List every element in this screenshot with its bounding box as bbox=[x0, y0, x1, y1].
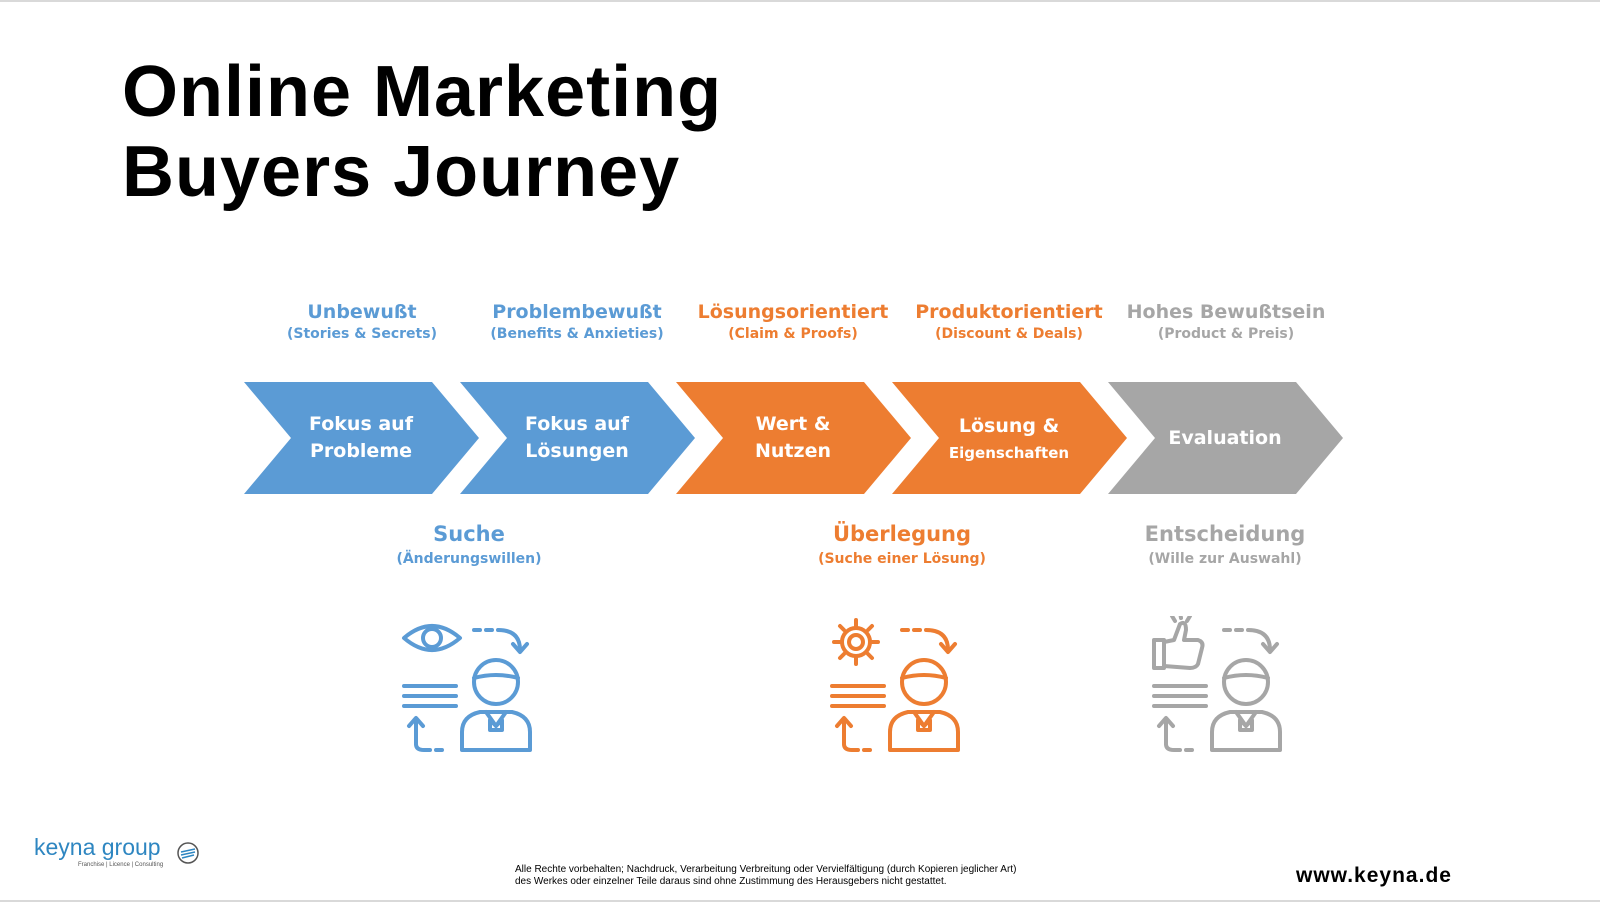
copyright-notice: Alle Rechte vorbehalten; Nachdruck, Vera… bbox=[515, 864, 1016, 888]
stage-heading-2-sub: (Benefits & Anxieties) bbox=[490, 326, 664, 342]
stage-heading-3-title: Lösungsorientiert bbox=[697, 301, 889, 323]
stage-heading-4: Produktorientiert (Discount & Deals) bbox=[894, 300, 1124, 344]
eye-person-icon bbox=[402, 624, 532, 752]
company-logo: keyna group Franchise | Licence | Consul… bbox=[34, 834, 163, 870]
chevron-1-line-2: Probleme bbox=[309, 440, 413, 462]
logo-mark-icon bbox=[177, 842, 199, 864]
chevron-2-line-2: Lösungen bbox=[525, 440, 629, 462]
chevron-4 bbox=[892, 382, 1127, 494]
chevron-3-label: Wert & Nutzen bbox=[693, 411, 893, 465]
phase-3: Entscheidung (Wille zur Auswahl) bbox=[1095, 520, 1355, 570]
phase-1-sub: (Änderungswillen) bbox=[396, 551, 542, 567]
chevron-4-label: Lösung & Eigenschaften bbox=[909, 413, 1109, 467]
stage-heading-3: Lösungsorientiert (Claim & Proofs) bbox=[678, 300, 908, 344]
page-title: Online Marketing Buyers Journey bbox=[122, 52, 722, 212]
bottom-border bbox=[0, 900, 1600, 902]
thumbs-up-person-icon bbox=[1152, 616, 1282, 752]
chevron-2-label: Fokus auf Lösungen bbox=[477, 411, 677, 465]
logo-name: keyna group bbox=[34, 834, 161, 860]
chevron-5-line-1: Evaluation bbox=[1168, 427, 1282, 449]
stage-heading-1-title: Unbewußt bbox=[307, 301, 417, 323]
chevron-3 bbox=[676, 382, 911, 494]
chevron-2-line-1: Fokus auf bbox=[525, 413, 629, 435]
chevron-2 bbox=[460, 382, 695, 494]
website-url: www.keyna.de bbox=[1296, 864, 1452, 887]
chevron-1 bbox=[244, 382, 479, 494]
stage-heading-5-title: Hohes Bewußtsein bbox=[1126, 301, 1326, 323]
copyright-line-2: des Werkes oder einzelner Teile daraus s… bbox=[515, 876, 947, 887]
chevron-3-line-2: Nutzen bbox=[755, 440, 831, 462]
logo-tagline: Franchise | Licence | Consulting bbox=[78, 862, 164, 868]
gear-person-icon bbox=[830, 618, 960, 752]
phase-3-title: Entscheidung bbox=[1144, 522, 1306, 546]
chevron-5-label: Evaluation bbox=[1125, 425, 1325, 452]
chevron-4-line-1: Lösung & bbox=[958, 415, 1060, 437]
chevron-3-line-1: Wert & bbox=[755, 413, 831, 435]
chevron-1-label: Fokus auf Probleme bbox=[261, 411, 461, 465]
phase-2-sub: (Suche einer Lösung) bbox=[818, 551, 986, 567]
stage-heading-1-sub: (Stories & Secrets) bbox=[287, 326, 437, 342]
chevron-4-line-2: Eigenschaften bbox=[948, 444, 1070, 462]
chevron-1-line-1: Fokus auf bbox=[309, 413, 413, 435]
stage-heading-1: Unbewußt (Stories & Secrets) bbox=[247, 300, 477, 344]
stage-heading-2-title: Problembewußt bbox=[492, 301, 662, 323]
title-line-1: Online Marketing bbox=[122, 52, 723, 132]
stage-heading-3-sub: (Claim & Proofs) bbox=[728, 326, 858, 342]
top-border bbox=[0, 0, 1600, 2]
copyright-line-1: Alle Rechte vorbehalten; Nachdruck, Vera… bbox=[515, 864, 1017, 875]
title-line-2: Buyers Journey bbox=[122, 132, 681, 212]
stage-heading-5-sub: (Product & Preis) bbox=[1157, 326, 1295, 342]
chevron-5 bbox=[1108, 382, 1343, 494]
stage-heading-4-title: Produktorientiert bbox=[915, 301, 1103, 323]
stage-heading-2: Problembewußt (Benefits & Anxieties) bbox=[462, 300, 692, 344]
phase-2-title: Überlegung bbox=[832, 522, 972, 546]
stage-heading-4-sub: (Discount & Deals) bbox=[935, 326, 1083, 342]
phase-1-title: Suche bbox=[433, 522, 505, 546]
phase-3-sub: (Wille zur Auswahl) bbox=[1148, 551, 1302, 567]
phase-2: Überlegung (Suche einer Lösung) bbox=[772, 520, 1032, 570]
stage-heading-5: Hohes Bewußtsein (Product & Preis) bbox=[1111, 300, 1341, 344]
phase-1: Suche (Änderungswillen) bbox=[339, 520, 599, 570]
